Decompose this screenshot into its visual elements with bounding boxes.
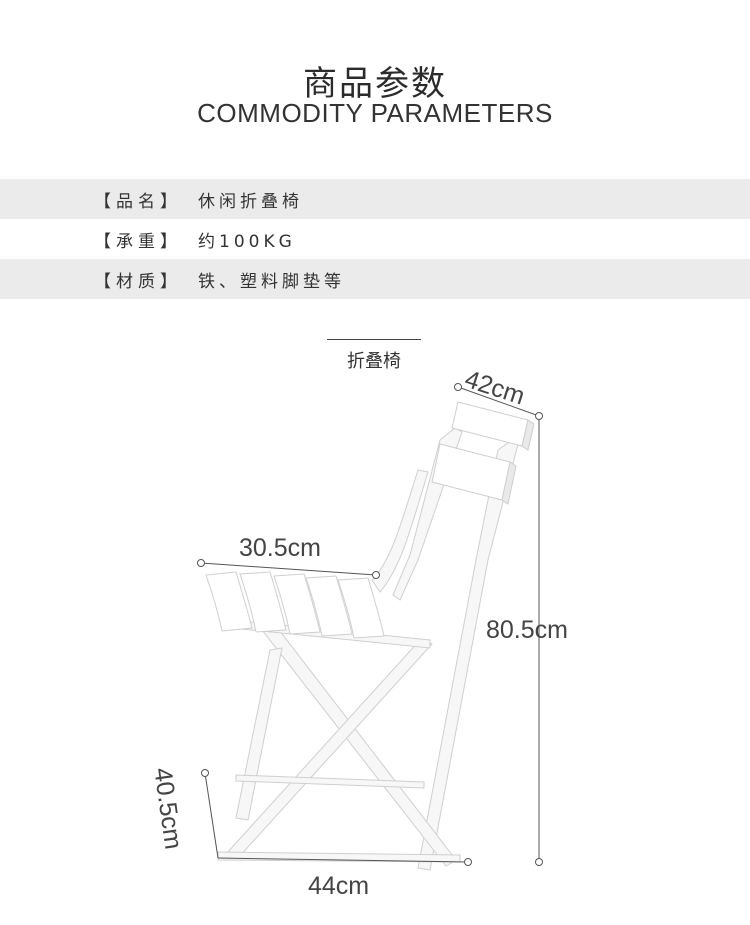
dim-line-seat-height bbox=[204, 772, 219, 859]
param-value: 休闲折叠椅 bbox=[198, 191, 303, 212]
chair-backrest bbox=[431, 401, 535, 505]
dim-label-seat-depth: 30.5cm bbox=[239, 534, 321, 562]
dim-label-total-height: 80.5cm bbox=[486, 616, 568, 644]
param-key: 【材质】 bbox=[94, 271, 182, 292]
param-value: 约100KG bbox=[198, 231, 296, 252]
product-caption: 折叠椅 bbox=[347, 351, 401, 372]
param-row-load: 【承重】 约100KG bbox=[0, 219, 750, 259]
dim-line-seat-depth bbox=[200, 562, 377, 576]
param-value: 铁、塑料脚垫等 bbox=[198, 271, 345, 292]
param-row-material: 【材质】 铁、塑料脚垫等 bbox=[0, 259, 750, 299]
chair-seat bbox=[205, 571, 385, 639]
param-key: 【承重】 bbox=[94, 231, 182, 252]
dimension-lines bbox=[197, 383, 543, 866]
page-subtitle: COMMODITY PARAMETERS bbox=[197, 98, 553, 128]
dim-label-base-depth: 44cm bbox=[308, 872, 370, 900]
dim-line-back-width bbox=[457, 386, 540, 417]
chair-frame bbox=[217, 427, 519, 871]
dim-line-base-depth bbox=[217, 857, 469, 863]
param-key: 【品名】 bbox=[94, 191, 182, 212]
param-row-name: 【品名】 休闲折叠椅 bbox=[0, 179, 750, 219]
caption-divider bbox=[327, 339, 421, 340]
page-title: 商品参数 bbox=[303, 64, 447, 104]
